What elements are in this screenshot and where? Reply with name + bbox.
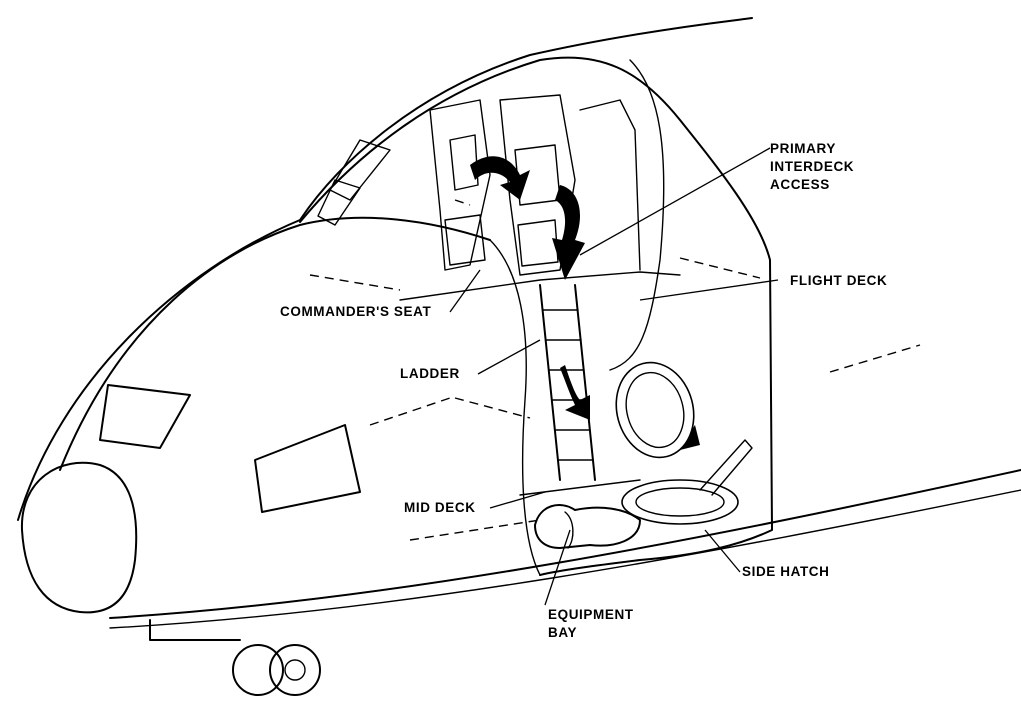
nose-cap	[20, 461, 138, 614]
label-interdeck: INTERDECK	[770, 159, 855, 174]
overhead-window-2	[317, 179, 361, 226]
label-access: ACCESS	[770, 177, 830, 192]
label-mid-deck: MID DECK	[404, 500, 476, 515]
flow-arrow-ladder	[560, 365, 590, 420]
equipment-bay-shape	[534, 504, 641, 549]
commander-arrow-dash	[454, 199, 471, 206]
nose-landing-gear	[149, 619, 321, 696]
label-equipment: EQUIPMENT	[548, 607, 634, 622]
mid-deck-level-line-2	[454, 397, 531, 419]
leader-primary-interdeck	[579, 147, 771, 256]
flow-arrow-commander	[470, 156, 530, 200]
commanders-seat-shape	[429, 99, 491, 271]
leader-flight-deck	[639, 279, 779, 301]
flow-arrow-interdeck	[552, 185, 585, 280]
mid-deck-level-line	[369, 397, 451, 426]
cutaway-edge	[299, 56, 773, 576]
leader-commanders-seat	[449, 269, 481, 313]
mid-deck-floor	[519, 479, 641, 496]
flight-deck-level-line-right	[679, 257, 761, 279]
forward-window	[99, 384, 191, 449]
label-side-hatch: SIDE HATCH	[742, 564, 830, 579]
label-commanders-seat: COMMANDER'S SEAT	[280, 304, 432, 319]
cutaway-inner-edge	[489, 239, 541, 576]
flight-deck-level-line	[309, 274, 401, 291]
aft-level-line	[829, 344, 921, 373]
side-window	[254, 424, 361, 513]
interdeck-ladder	[539, 284, 596, 481]
leader-side-hatch	[704, 529, 741, 573]
cabin-wall	[609, 59, 665, 371]
label-bay: BAY	[548, 625, 578, 640]
flight-deck-floor	[399, 271, 681, 301]
overhead-window	[329, 139, 391, 201]
aft-bulkhead	[579, 99, 641, 271]
leader-mid-deck	[489, 491, 546, 509]
nose-fairing	[59, 216, 491, 471]
label-flight-deck: FLIGHT DECK	[790, 273, 888, 288]
leader-equipment-bay	[544, 529, 571, 606]
label-ladder: LADDER	[400, 366, 460, 381]
label-equipment-bay: EQUIPMENT BAY	[548, 606, 634, 642]
side-hatch-shape	[615, 361, 753, 525]
label-primary: PRIMARY	[770, 141, 836, 156]
fuselage-lower-line	[109, 469, 1021, 619]
lower-level-line	[409, 519, 541, 541]
label-primary-interdeck-access: PRIMARY INTERDECK ACCESS	[770, 140, 854, 194]
fuselage-outline	[17, 17, 753, 521]
leader-ladder	[477, 339, 541, 375]
